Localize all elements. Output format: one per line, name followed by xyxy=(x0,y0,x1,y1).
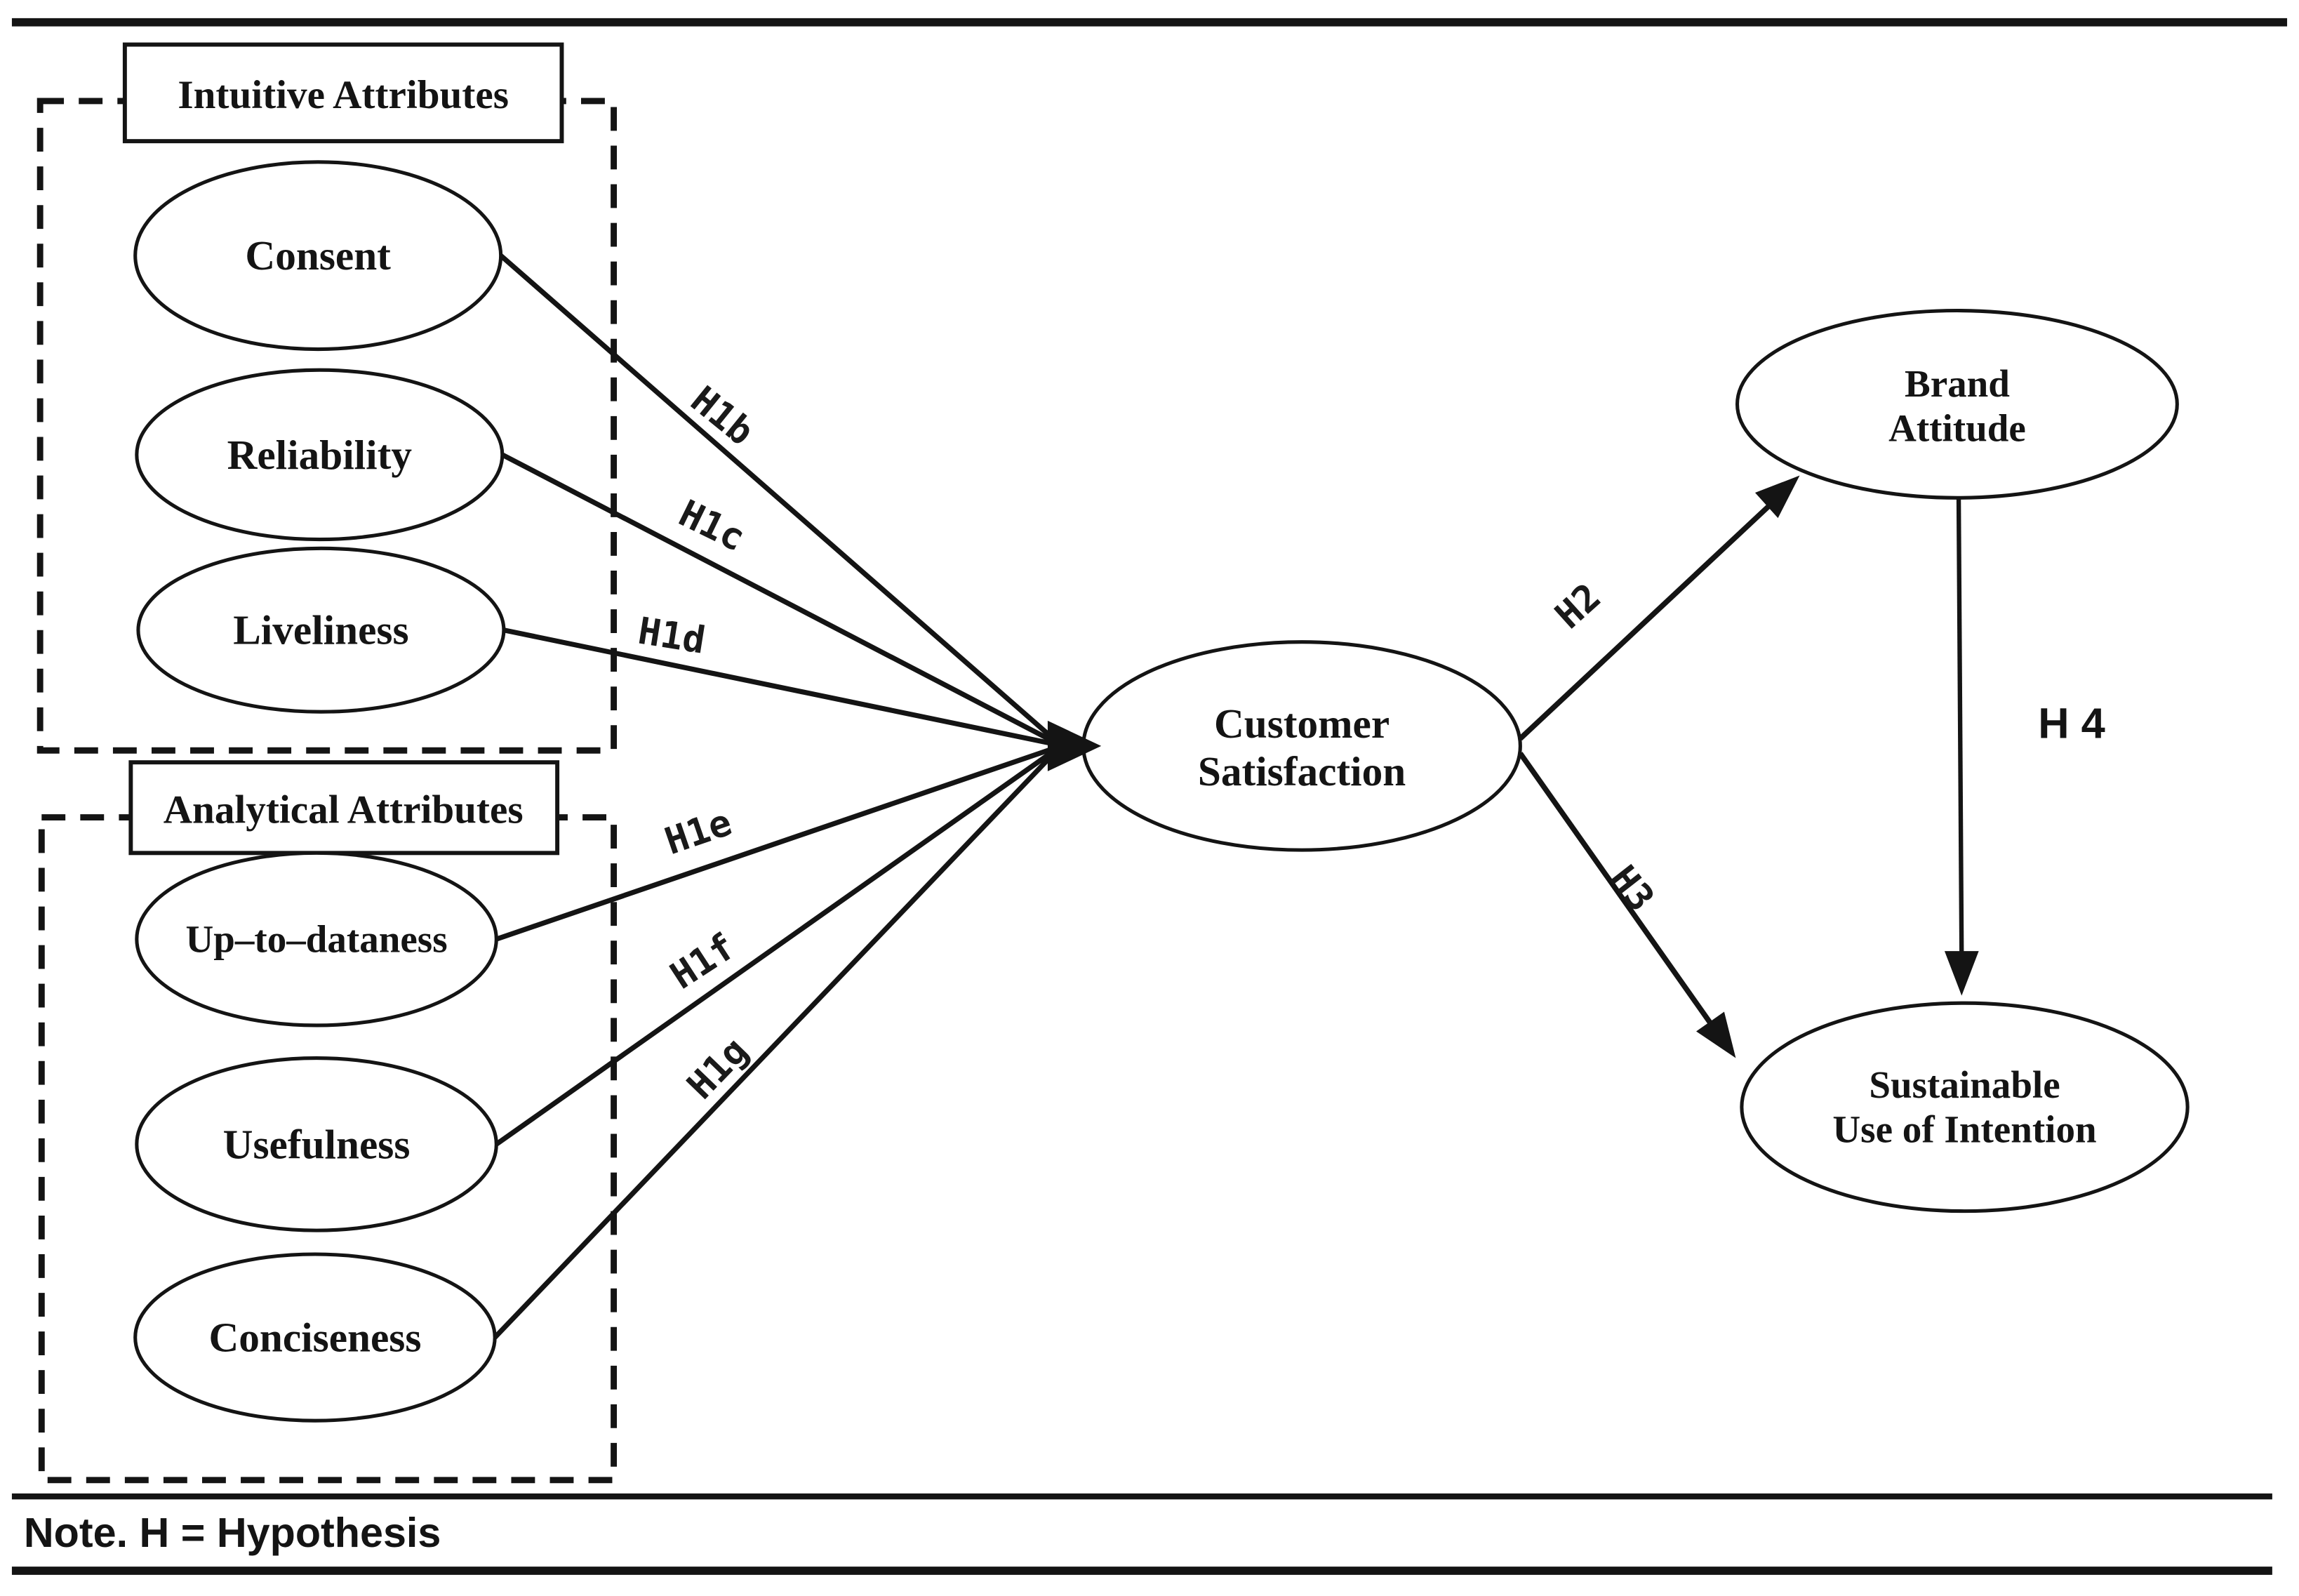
node-sustainable-use-label-line1: Sustainable xyxy=(1869,1063,2060,1106)
analytical-attributes-title: Analytical Attributes xyxy=(164,787,524,832)
edge-h1c xyxy=(501,452,1058,745)
node-usefulness-label: Usefulness xyxy=(223,1121,411,1167)
edge-h2 xyxy=(1518,500,1775,741)
edge-h1g xyxy=(493,748,1059,1340)
node-sustainable-use-label-line2: Use of Intention xyxy=(1832,1108,2096,1151)
edge-label-h1e: H1e xyxy=(660,801,737,863)
edge-h1e xyxy=(495,745,1058,942)
edge-h1f xyxy=(495,747,1058,1147)
edge-h1b xyxy=(499,253,1059,744)
h2-arrowhead-icon xyxy=(1754,475,1800,519)
node-reliability-label: Reliability xyxy=(227,432,413,478)
edge-label-h3: H3 xyxy=(1601,858,1662,919)
converging-arrowhead-icon xyxy=(1047,720,1102,771)
intuitive-attributes-title-box xyxy=(122,42,564,144)
edge-label-h1d: H1d xyxy=(635,610,708,663)
h4-arrowhead-icon xyxy=(1944,951,1979,996)
node-brand-attitude xyxy=(1735,308,2179,500)
node-customer-satisfaction-label-line1: Customer xyxy=(1214,700,1390,747)
node-brand-attitude-label-line1: Brand xyxy=(1905,362,2010,405)
node-up-to-dataness-label: Up–to–dataness xyxy=(185,918,447,961)
edge-h4 xyxy=(1956,499,1964,960)
h3-arrowhead-icon xyxy=(1696,1011,1736,1058)
node-conciseness-label: Conciseness xyxy=(208,1315,421,1361)
note-text: Note. H = Hypothesis xyxy=(24,1509,441,1556)
node-consent-label: Consent xyxy=(245,232,391,279)
node-liveliness-label: Liveliness xyxy=(233,607,408,653)
edge-h1d xyxy=(503,627,1058,747)
edge-label-h1g: H1g xyxy=(679,1030,757,1108)
node-customer-satisfaction-label-line2: Satisfaction xyxy=(1198,748,1406,794)
edge-h3 xyxy=(1518,752,1714,1028)
edge-label-h2: H2 xyxy=(1547,576,1609,637)
edge-label-h4: H 4 xyxy=(2038,700,2105,748)
node-sustainable-use-of-intention xyxy=(1740,1001,2190,1213)
edge-label-h1f: H1f xyxy=(663,925,742,997)
edge-label-h1b: H1b xyxy=(683,378,762,454)
node-brand-attitude-label-line2: Attitude xyxy=(1888,406,2026,449)
intuitive-attributes-title: Intuitive Attributes xyxy=(178,73,509,117)
